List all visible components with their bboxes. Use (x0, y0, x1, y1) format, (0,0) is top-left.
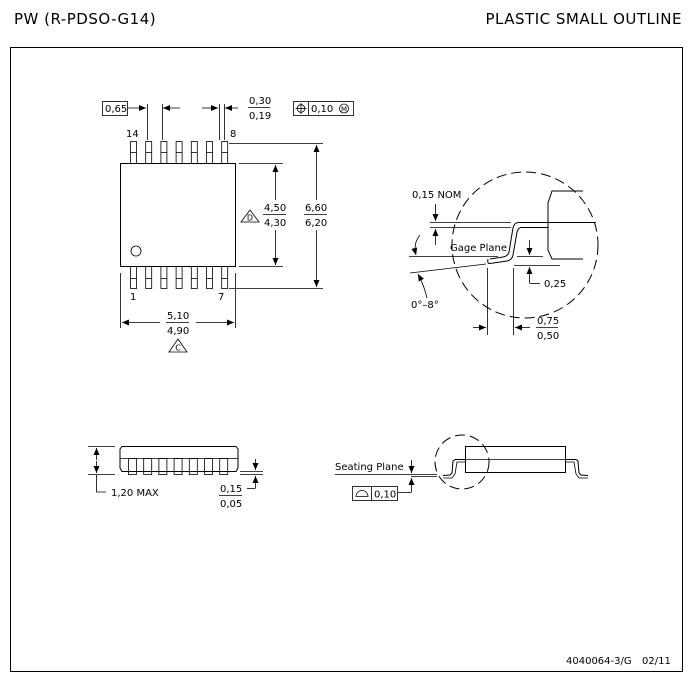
gage-height-value: 0,25 (544, 279, 566, 290)
gage-plane-label: Gage Plane (450, 243, 507, 254)
angle-ref-line (409, 263, 487, 274)
package-body-side (119, 446, 239, 472)
note-c-triangle-icon: C (168, 338, 188, 353)
position-icon (295, 103, 307, 114)
pin-bottom (175, 266, 183, 289)
pin-top (145, 141, 153, 164)
pin-top (221, 141, 229, 164)
position-tolerance-value: 0,10 (311, 104, 333, 115)
lead-side (188, 458, 198, 475)
top-view: 0,65 0,30 0,19 0,10 M 1 (102, 96, 354, 353)
pin-bottom (221, 266, 229, 289)
pin-pitch-value: 0,65 (105, 104, 127, 115)
right-lead (566, 459, 589, 476)
lead-side (204, 458, 213, 475)
right-lead-inner (566, 461, 588, 479)
leader-line (96, 475, 106, 493)
body-length-min: 4,90 (167, 326, 189, 337)
note-d-triangle-icon: D (240, 209, 260, 223)
drawing-date: 02/11 (642, 656, 671, 667)
side-view: 1,20 MAX 0,15 0,05 (88, 446, 263, 510)
pin-top (206, 141, 213, 164)
left-lead (442, 459, 465, 476)
pin-bottom (190, 266, 198, 289)
pin-label-7: 7 (218, 292, 224, 303)
angle-value: 0°–8° (411, 300, 439, 311)
flatness-profile-icon (355, 490, 369, 497)
standoff-min: 0,05 (220, 499, 242, 510)
svg-text:D: D (247, 214, 253, 223)
seating-plane-label: Seating Plane (335, 462, 404, 473)
detail-reference-circle (434, 434, 490, 490)
drawing-border (10, 47, 683, 672)
pin-top (130, 141, 137, 164)
standoff-max: 0,15 (220, 484, 242, 495)
left-lead-inner (443, 461, 465, 479)
height-max-value: 1,20 MAX (111, 488, 159, 499)
position-tolerance-frame: 0,10 M (293, 101, 354, 116)
coplanarity-tolerance-frame: 0,10 (352, 486, 398, 501)
pin-bottom (145, 266, 153, 289)
lead-width-min: 0,19 (249, 111, 271, 122)
package-code-title: PW (R-PDSO-G14) (14, 10, 156, 28)
bottom-pin-row (130, 266, 229, 289)
pin-bottom (160, 266, 168, 289)
coplanarity-value: 0,10 (374, 490, 396, 501)
angle-arc-bottom (417, 273, 428, 299)
max-material-condition-icon: M (339, 103, 349, 114)
pin-top (160, 141, 168, 164)
body-length-max: 5,10 (167, 311, 189, 322)
body-width-max: 4,50 (264, 203, 286, 214)
lead-outer-edge (489, 222, 519, 260)
foot-length-min: 0,50 (537, 331, 559, 342)
lead-side (128, 458, 137, 475)
pin-pitch-box (102, 101, 128, 116)
foot-length-max: 0,75 (537, 316, 559, 327)
overall-width-min: 6,20 (305, 218, 327, 229)
pin-label-1: 1 (130, 292, 136, 303)
pin-top (190, 141, 198, 164)
lead-side (219, 458, 229, 475)
lead-side (158, 458, 168, 475)
lead-thickness-label: 0,15 NOM (412, 190, 461, 201)
package-type-title: PLASTIC SMALL OUTLINE (486, 10, 683, 28)
angle-arc-top (411, 234, 421, 256)
body-width-min: 4,30 (264, 218, 286, 229)
detail-circle (451, 171, 599, 319)
svg-text:M: M (341, 105, 347, 113)
pin-bottom (206, 266, 213, 289)
top-pin-row (130, 141, 229, 164)
package-body-edge (547, 190, 583, 260)
seating-plane-view: Seating Plane 0,10 (335, 434, 589, 501)
lead-side (173, 458, 183, 475)
overall-width-max: 6,60 (305, 203, 327, 214)
lead-width-max: 0,30 (249, 96, 271, 107)
pin-label-14: 14 (126, 129, 139, 140)
lead-detail-view: 0,15 NOM Gage Plane 0,25 0°–8° 0,75 0,50 (409, 171, 599, 342)
svg-text:C: C (175, 344, 181, 353)
package-body-top (120, 163, 236, 267)
side-lead-row (128, 458, 229, 475)
pin-bottom (130, 266, 137, 289)
pin1-indicator (130, 245, 142, 257)
pin-top (175, 141, 183, 164)
pin-label-8: 8 (230, 129, 236, 140)
lead-side (143, 458, 153, 475)
lead-inner-edge (487, 227, 522, 265)
drawing-number: 4040064-3/G (566, 656, 632, 667)
